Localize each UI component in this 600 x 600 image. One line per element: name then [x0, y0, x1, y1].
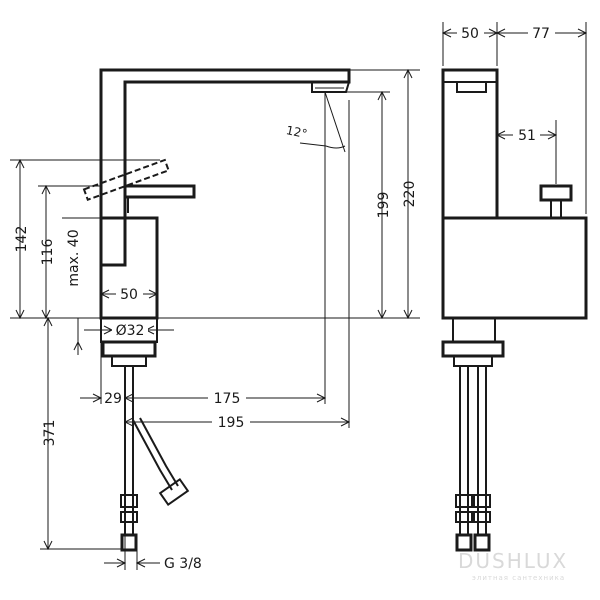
watermark-brand: DUSHLUX — [458, 549, 568, 573]
dim-handle-offset: 51 — [518, 128, 536, 144]
lever-handle — [123, 184, 196, 199]
dim-199: 199 — [376, 192, 392, 219]
dim-175: 175 — [214, 391, 241, 407]
side-body — [441, 216, 588, 320]
supply-hoses — [120, 366, 190, 552]
front-dimensions: 142 116 max. 40 50 Ø32 29 175 195 — [10, 68, 420, 572]
watermark-tagline: элитная сантехника — [472, 574, 565, 582]
front-view — [82, 68, 351, 552]
mounting-nut — [101, 340, 157, 358]
dim-base-width: 50 — [120, 287, 138, 303]
dim-side-depth: 77 — [532, 26, 550, 42]
dim-29: 29 — [104, 391, 122, 407]
dim-371: 371 — [42, 420, 58, 447]
watermark: DUSHLUX элитная сантехника — [458, 549, 568, 582]
dim-195: 195 — [218, 415, 245, 431]
spout-outline — [99, 68, 351, 318]
side-hoses — [455, 366, 491, 552]
dim-connection: G 3/8 — [164, 556, 202, 572]
side-handle-knob — [539, 184, 573, 202]
dim-142: 142 — [14, 226, 30, 253]
lever-handle-tilted — [82, 158, 170, 202]
dim-side-width: 50 — [461, 26, 479, 42]
dim-220: 220 — [402, 181, 418, 208]
dim-max-40: max. 40 — [66, 229, 82, 286]
aerator — [311, 81, 350, 93]
dim-angle: 12° — [285, 123, 309, 141]
dim-diameter: Ø32 — [116, 323, 145, 339]
side-dimensions: 50 77 51 — [441, 22, 588, 214]
side-view — [441, 68, 588, 552]
dim-116: 116 — [40, 239, 56, 266]
